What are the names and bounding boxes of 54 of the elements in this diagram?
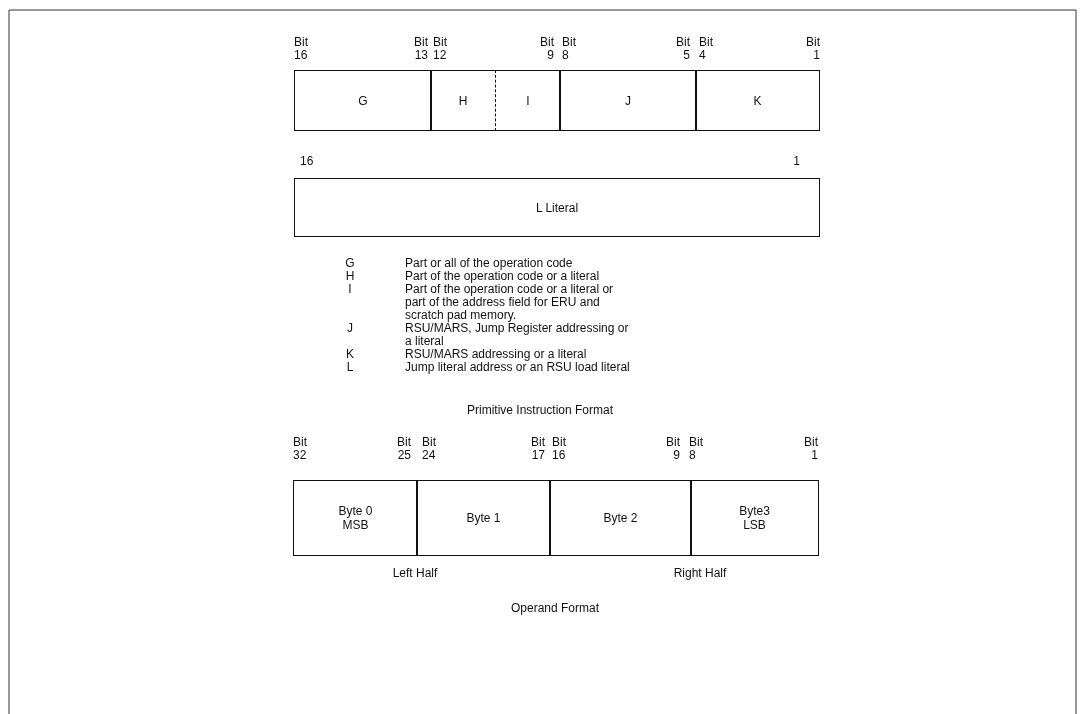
bit-number-label: Bit 9 xyxy=(539,36,554,62)
field-name: Byte 1 xyxy=(466,511,501,525)
byte-cell xyxy=(549,480,692,556)
bit-number-label: Bit 13 xyxy=(413,36,428,62)
field-description: Jump literal address or an RSU load literal xyxy=(405,361,631,374)
bit-number-label: Bit 1 xyxy=(803,436,818,462)
literal-field-cell xyxy=(294,178,820,237)
bit-number-label: Bit 8 xyxy=(562,36,577,62)
field-name: L Literal xyxy=(535,200,579,215)
field-name: H xyxy=(458,93,468,108)
field-letter: K xyxy=(345,348,355,361)
field-description: RSU/MARS addressing or a literal xyxy=(405,348,588,361)
bit-number-label: Bit 4 xyxy=(699,36,714,62)
field-description: RSU/MARS, Jump Register addressing or a literal xyxy=(405,322,630,348)
field-letter: G xyxy=(344,257,356,270)
bit-number-label: Bit 16 xyxy=(552,436,567,462)
field-cell xyxy=(430,70,495,131)
field-cell xyxy=(559,70,697,131)
bit-number-label: Bit 25 xyxy=(396,436,411,462)
half-label: Left Half xyxy=(391,567,439,580)
field-name: Byte 2 xyxy=(603,511,638,525)
field-cell xyxy=(695,70,820,131)
bit-number-label: Bit 16 xyxy=(294,36,309,62)
byte-cell xyxy=(293,480,418,556)
half-label: Right Half xyxy=(672,567,728,580)
field-name: Byte3 LSB xyxy=(738,504,771,532)
byte-cell xyxy=(416,480,551,556)
byte-cell xyxy=(690,480,819,556)
field-letter: H xyxy=(344,270,356,283)
field-letter: L xyxy=(345,361,355,374)
bit-number-label: Bit 12 xyxy=(433,36,448,62)
format-caption: Operand Format xyxy=(509,602,600,615)
bit-number-label: 16 xyxy=(300,155,315,168)
field-name: G xyxy=(358,93,368,108)
field-description: Part of the operation code or a literal or part of the address field for ERU and scratch pad memory. xyxy=(405,283,615,322)
field-description: Part or all of the operation code xyxy=(405,257,574,270)
bit-number-label: Bit 17 xyxy=(530,436,545,462)
field-name: Byte 0 MSB xyxy=(337,504,374,532)
bit-number-label: Bit 32 xyxy=(293,436,308,462)
field-letter: J xyxy=(346,322,354,335)
bit-number-label: Bit 9 xyxy=(665,436,680,462)
bit-number-label: Bit 8 xyxy=(689,436,704,462)
field-cell xyxy=(294,70,432,131)
field-name: I xyxy=(526,93,530,108)
field-cell xyxy=(495,70,561,131)
field-name: K xyxy=(753,93,762,108)
bit-number-label: Bit 5 xyxy=(675,36,690,62)
bit-number-label: Bit 24 xyxy=(422,436,437,462)
field-letter: I xyxy=(347,283,353,296)
field-name: J xyxy=(625,93,631,108)
bit-number-label: Bit 1 xyxy=(805,36,820,62)
format-caption: Primitive Instruction Format xyxy=(465,404,614,417)
bit-number-label: 1 xyxy=(792,155,800,168)
field-description: Part of the operation code or a literal xyxy=(405,270,601,283)
